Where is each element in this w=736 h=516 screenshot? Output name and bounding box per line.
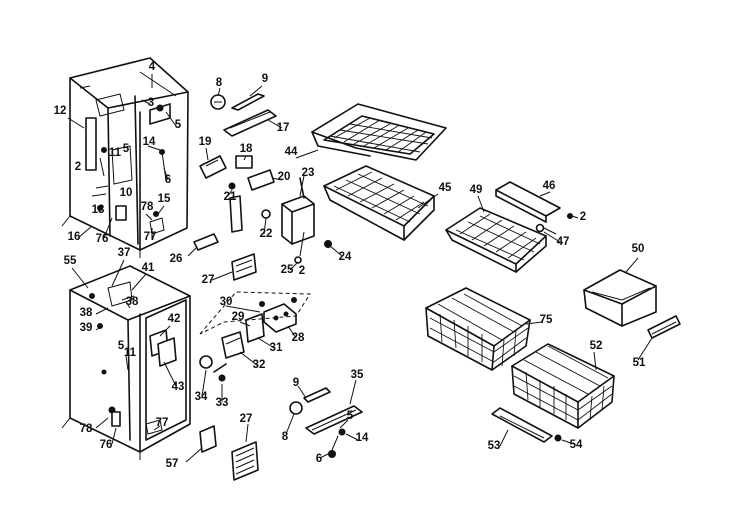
- callout-5: 5: [118, 340, 125, 352]
- upper-cabinet-liner: [61, 57, 189, 258]
- callout-77: 77: [144, 231, 157, 243]
- callout-35: 35: [351, 369, 364, 381]
- basket-75: [425, 287, 531, 371]
- callout-44: 44: [285, 146, 298, 158]
- callout-8: 8: [216, 77, 223, 89]
- callout-11: 11: [124, 347, 137, 359]
- callout-76: 76: [96, 233, 109, 245]
- callout-13: 13: [92, 204, 105, 216]
- callout-18: 18: [240, 143, 253, 155]
- callout-12: 12: [54, 105, 67, 117]
- basket-52: [511, 343, 615, 429]
- callout-27: 27: [202, 274, 215, 286]
- callout-14: 14: [143, 136, 156, 148]
- callout-31: 31: [270, 342, 283, 354]
- crisper-pan-50: [583, 269, 657, 327]
- shelf-rail-46: [495, 181, 573, 235]
- callout-34: 34: [195, 391, 208, 403]
- callout-5: 5: [123, 143, 130, 155]
- callout-37: 37: [118, 247, 131, 259]
- callout-54: 54: [570, 439, 583, 451]
- callout-6: 6: [165, 174, 171, 186]
- callout-21: 21: [224, 191, 237, 203]
- callout-52: 52: [590, 340, 603, 352]
- callout-49: 49: [470, 184, 483, 196]
- callout-38: 38: [80, 307, 93, 319]
- callout-16: 16: [68, 231, 81, 243]
- callout-9: 9: [262, 73, 268, 85]
- callout-17: 17: [277, 122, 290, 134]
- callout-27: 27: [240, 413, 253, 425]
- callout-78: 78: [141, 201, 154, 213]
- callout-42: 42: [168, 313, 181, 325]
- callout-11: 11: [109, 147, 122, 159]
- callout-24: 24: [339, 251, 352, 263]
- callout-50: 50: [632, 243, 645, 255]
- callout-20: 20: [278, 171, 291, 183]
- callout-26: 26: [170, 253, 183, 265]
- callout-28: 28: [292, 332, 305, 344]
- callout-4: 4: [149, 61, 156, 73]
- lower-middle-parts: [199, 387, 363, 481]
- callout-22: 22: [260, 228, 273, 240]
- callout-25: 25: [281, 264, 294, 276]
- callout-3: 3: [148, 97, 154, 109]
- callout-47: 47: [557, 236, 570, 248]
- callout-9: 9: [293, 377, 299, 389]
- callout-8: 8: [282, 431, 289, 443]
- rail-53: [491, 407, 562, 443]
- shelf-49: [445, 207, 547, 273]
- middle-hinge-parts: [199, 291, 311, 382]
- callout-23: 23: [302, 167, 315, 179]
- callout-43: 43: [172, 381, 185, 393]
- callout-2: 2: [75, 161, 81, 173]
- callout-38: 38: [126, 296, 139, 308]
- callout-2: 2: [299, 265, 305, 277]
- callout-76: 76: [100, 439, 113, 451]
- callout-15: 15: [158, 193, 171, 205]
- callout-33: 33: [216, 397, 229, 409]
- callout-2: 2: [580, 211, 586, 223]
- callout-77: 77: [156, 417, 169, 429]
- callout-30: 30: [220, 296, 233, 308]
- callout-78: 78: [80, 423, 93, 435]
- callout-57: 57: [166, 458, 179, 470]
- callout-51: 51: [633, 357, 646, 369]
- callout-14: 14: [356, 432, 369, 444]
- callout-39: 39: [80, 322, 93, 334]
- upper-middle-parts: [193, 93, 332, 281]
- callout-46: 46: [543, 180, 556, 192]
- callout-19: 19: [199, 136, 212, 148]
- shelf-44: [311, 103, 447, 161]
- callout-45: 45: [439, 182, 452, 194]
- callout-5: 5: [347, 410, 354, 422]
- callout-55: 55: [64, 255, 77, 267]
- callout-32: 32: [253, 359, 266, 371]
- callout-5: 5: [175, 119, 182, 131]
- pan-cover-51: [647, 315, 681, 339]
- callout-6: 6: [316, 453, 322, 465]
- lower-cabinet-liner: [61, 265, 191, 460]
- callout-29: 29: [232, 311, 245, 323]
- shelf-45: [323, 165, 435, 241]
- callout-75: 75: [540, 314, 553, 326]
- callout-53: 53: [488, 440, 501, 452]
- leader-lines: [67, 74, 653, 463]
- callout-41: 41: [142, 262, 155, 274]
- callout-10: 10: [120, 187, 133, 199]
